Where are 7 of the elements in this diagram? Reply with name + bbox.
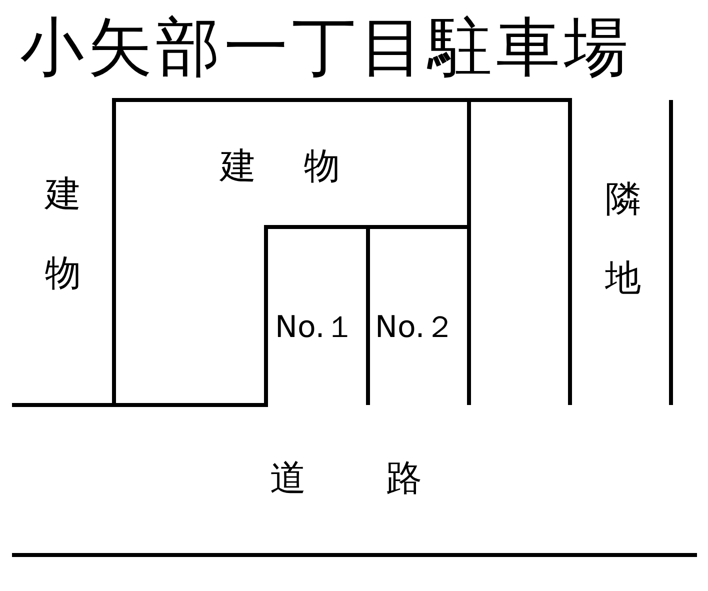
- parking-space-number: No.１: [275, 309, 355, 347]
- building-label: 建物: [220, 145, 388, 189]
- road-label: 道路: [270, 457, 502, 501]
- parking-space-number: No.２: [375, 309, 455, 347]
- title: 小矢部一丁目駐車場: [20, 10, 632, 87]
- building-label: 建物: [45, 173, 81, 296]
- neighbor-lot-label: 隣地: [605, 178, 641, 302]
